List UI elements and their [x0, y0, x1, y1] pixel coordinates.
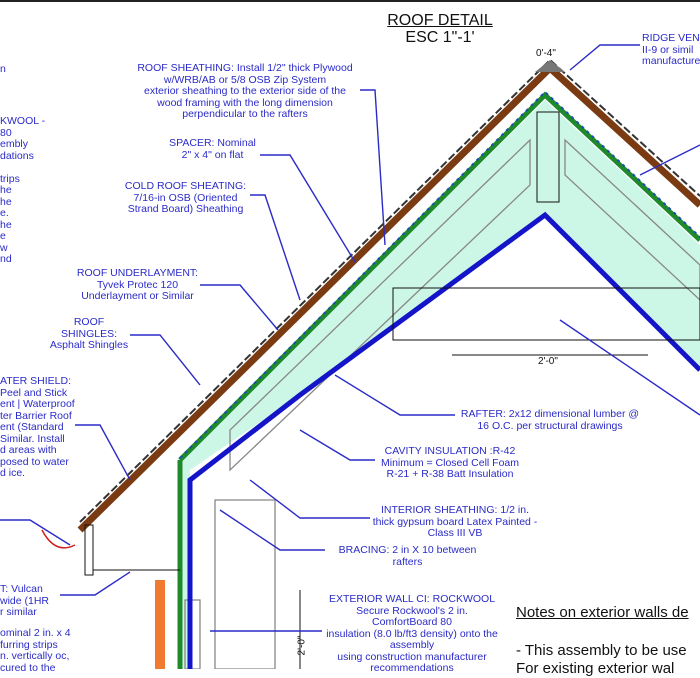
truss-dimension: 2'-0": [538, 356, 558, 367]
label-cold-roof: COLD ROOF SHEATING: 7/16-in OSB (Oriente…: [124, 180, 247, 215]
label-vent: T: Vulcan wide (1HR r similar: [0, 583, 50, 618]
label-water-shield: ATER SHIELD: Peel and Stick ent | Waterp…: [0, 375, 75, 479]
fascia: [84, 524, 94, 576]
drawing-title: ROOF DETAIL ESC 1"-1': [360, 12, 520, 46]
roof-underlayment: [179, 90, 700, 459]
bracing-box: [392, 287, 700, 341]
label-underlayment: ROOF UNDERLAYMENT: Tyvek Protec 120 Unde…: [76, 267, 199, 302]
batt-insulation: [184, 138, 700, 669]
notes-line-2: For existing exterior wal: [516, 660, 675, 677]
ridge-vent: [535, 60, 565, 72]
notes-body: - This assembly to be use For existing e…: [516, 642, 687, 678]
label-furring: ominal 2 in. x 4 furring strips n. verti…: [0, 627, 71, 674]
title-main: ROOF DETAIL: [387, 12, 493, 29]
cold-roof-sheathing: [178, 91, 700, 462]
notes-heading: Notes on exterior walls de: [516, 604, 689, 621]
label-left-top: n: [0, 63, 6, 75]
interior-sheathing: [187, 211, 700, 669]
roof-shingles: [79, 58, 700, 523]
exterior-wall-ci: [155, 580, 165, 669]
ridge-dimension: 0'-4": [536, 48, 556, 59]
label-shingles: ROOF SHINGLES: Asphalt Shingles: [49, 316, 129, 351]
label-cavity-insulation: CAVITY INSULATION :R-42 Minimum = Closed…: [381, 445, 519, 480]
label-rafter: RAFTER: 2x12 dimensional lumber @ 16 O.C…: [460, 408, 640, 432]
label-ridge-vent: RIDGE VEN II-9 or simil manufacture: [642, 32, 700, 67]
label-roof-sheathing: ROOF SHEATHING: Install 1/2" thick Plywo…: [137, 62, 353, 120]
label-left-rockwool: KWOOL - 80 embly dations trips he he e. …: [0, 115, 46, 265]
leader-lines: [0, 44, 700, 632]
notes-line-1: - This assembly to be use: [516, 642, 687, 659]
label-exterior-wall: EXTERIOR WALL CI: ROCKWOOL Secure Rockwo…: [326, 593, 498, 674]
title-scale: ESC 1"-1': [405, 29, 475, 46]
ridge-post: [536, 111, 560, 203]
label-interior-sheathing: INTERIOR SHEATHING: 1/2 in. thick gypsum…: [372, 504, 538, 539]
wall-dimension: 2'-0": [296, 635, 308, 656]
label-spacer: SPACER: Nominal 2" x 4" on flat: [169, 137, 256, 161]
cavity-insulation: [180, 100, 700, 669]
label-bracing: BRACING: 2 in X 10 between rafters: [338, 544, 477, 568]
water-shield-arc: [41, 529, 76, 549]
